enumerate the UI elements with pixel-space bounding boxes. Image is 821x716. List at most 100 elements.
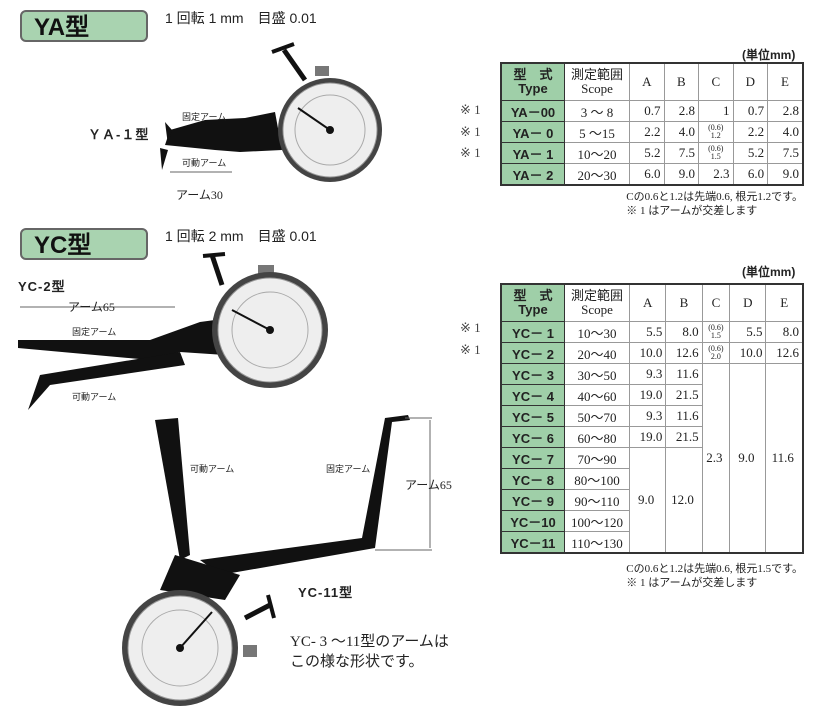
ya-gauge-image bbox=[160, 42, 382, 182]
type-cell: YC－ 1 bbox=[500, 321, 565, 343]
value-cell-b: 4.0 bbox=[663, 121, 700, 143]
ya-model-label: ＹＡ-１型 bbox=[88, 127, 150, 142]
scope-cell: 10～20 bbox=[564, 142, 630, 164]
yc-series-badge: YC型 bbox=[20, 228, 148, 260]
col-header-c: C bbox=[701, 283, 731, 322]
value-cell-b: 7.5 bbox=[663, 142, 700, 164]
value-cell-c: 2.3 bbox=[701, 363, 731, 554]
yc-note-1: Cの0.6と1.2は先端0.6, 根元1.5です。 bbox=[626, 563, 803, 575]
shape-note-line-1: YC- 3 ～11型のアームは bbox=[290, 634, 449, 650]
c-base-value: 1.2 bbox=[710, 131, 721, 140]
scope-cell: 20～40 bbox=[564, 342, 630, 364]
value-cell-a: 19.0 bbox=[628, 384, 667, 406]
col-header-d: D bbox=[732, 62, 769, 101]
yc2-model-label: YC-2型 bbox=[18, 279, 66, 294]
value-cell-a: 9.3 bbox=[628, 363, 667, 385]
value-cell-a: 0.7 bbox=[629, 100, 665, 122]
yc-notes: Cの0.6と1.2は先端0.6, 根元1.5です。※ 1 はアームが交差します bbox=[626, 562, 803, 590]
value-cell-e: 2.8 bbox=[767, 100, 804, 122]
value-cell-d: 9.0 bbox=[729, 363, 767, 554]
scope-cell: 5 ～15 bbox=[564, 121, 630, 143]
ya-fixed-arm-label: 固定アーム bbox=[182, 113, 227, 123]
value-cell-a: 5.5 bbox=[628, 321, 667, 343]
value-cell-a: 9.3 bbox=[628, 405, 667, 427]
ya-series-badge: YA型 bbox=[20, 10, 148, 42]
col-header-e: E bbox=[765, 283, 804, 322]
value-cell-d: 5.5 bbox=[729, 321, 767, 343]
crossing-arm-mark: ※ 1 bbox=[460, 123, 481, 139]
shape-note: YC- 3 ～11型のアームはこの様な形状です。 bbox=[290, 632, 449, 672]
scope-cell: 50～70 bbox=[564, 405, 630, 427]
scope-header-jp: 測定範囲 bbox=[570, 288, 623, 303]
type-cell: YC－ 6 bbox=[500, 426, 565, 448]
crossing-arm-mark: ※ 1 bbox=[460, 341, 481, 357]
scope-cell: 10～30 bbox=[564, 321, 630, 343]
c-base-value: 1.5 bbox=[710, 152, 721, 161]
ya-arm-length: アーム30 bbox=[176, 188, 223, 202]
yc-unit: (単位mm) bbox=[742, 265, 796, 279]
scope-cell: 20～30 bbox=[564, 163, 630, 186]
value-cell-a: 19.0 bbox=[628, 426, 667, 448]
value-cell-a: 6.0 bbox=[629, 163, 665, 186]
value-cell-d: 5.2 bbox=[732, 142, 769, 164]
value-cell-d: 2.2 bbox=[732, 121, 769, 143]
value-cell-b: 11.6 bbox=[665, 405, 703, 427]
c-tip-value: (0.6) bbox=[708, 344, 724, 353]
value-cell-c: (0.6)1.2 bbox=[698, 121, 734, 143]
scope-cell: 3 ～ 8 bbox=[564, 100, 630, 122]
value-cell-a: 9.0 bbox=[628, 447, 667, 554]
scope-cell: 70～90 bbox=[564, 447, 630, 469]
yc2-arm-length: アーム65 bbox=[68, 300, 115, 314]
value-cell-c: (0.6)2.0 bbox=[701, 342, 731, 364]
ya-movable-arm-label: 可動アーム bbox=[182, 159, 227, 169]
c-tip-value: (0.6) bbox=[708, 144, 724, 153]
type-cell: YA－ 2 bbox=[500, 163, 565, 186]
type-cell: YA－ 0 bbox=[500, 121, 565, 143]
yc2-gauge-image bbox=[18, 252, 328, 410]
value-cell-e: 8.0 bbox=[765, 321, 804, 343]
type-cell: YA－00 bbox=[500, 100, 565, 122]
c-base-value: 2.0 bbox=[710, 352, 721, 361]
yc-spec: 1 回転 2 mm 目盛 0.01 bbox=[165, 228, 317, 244]
col-header-c: C bbox=[698, 62, 734, 101]
type-cell: YC－10 bbox=[500, 510, 565, 532]
value-cell-b: 8.0 bbox=[665, 321, 703, 343]
col-header-b: B bbox=[665, 283, 703, 322]
ya-note-1: Cの0.6と1.2は先端0.6, 根元1.2です。 bbox=[626, 191, 803, 203]
scope-cell: 100～120 bbox=[564, 510, 630, 532]
value-cell-e: 9.0 bbox=[767, 163, 804, 186]
value-cell-e: 7.5 bbox=[767, 142, 804, 164]
type-cell: YC－ 3 bbox=[500, 363, 565, 385]
value-cell-d: 10.0 bbox=[729, 342, 767, 364]
scope-cell: 110～130 bbox=[564, 531, 630, 554]
crossing-arm-mark: ※ 1 bbox=[460, 102, 481, 117]
col-header-b: B bbox=[663, 62, 700, 101]
value-cell-c: (0.6)1.5 bbox=[701, 321, 731, 343]
value-cell-a: 10.0 bbox=[628, 342, 667, 364]
scope-cell: 90～110 bbox=[564, 489, 630, 511]
value-cell-b: 9.0 bbox=[663, 163, 700, 186]
yc11-movable-arm-label: 可動アーム bbox=[190, 465, 235, 475]
value-cell-b: 11.6 bbox=[665, 363, 703, 385]
scope-cell: 30～50 bbox=[564, 363, 630, 385]
value-cell-b: 21.5 bbox=[665, 426, 703, 448]
type-cell: YC－ 5 bbox=[500, 405, 565, 427]
value-cell-b: 12.6 bbox=[665, 342, 703, 364]
ya-unit: (単位mm) bbox=[742, 48, 796, 62]
value-cell-b: 2.8 bbox=[663, 100, 700, 122]
type-cell: YC－ 2 bbox=[500, 342, 565, 364]
